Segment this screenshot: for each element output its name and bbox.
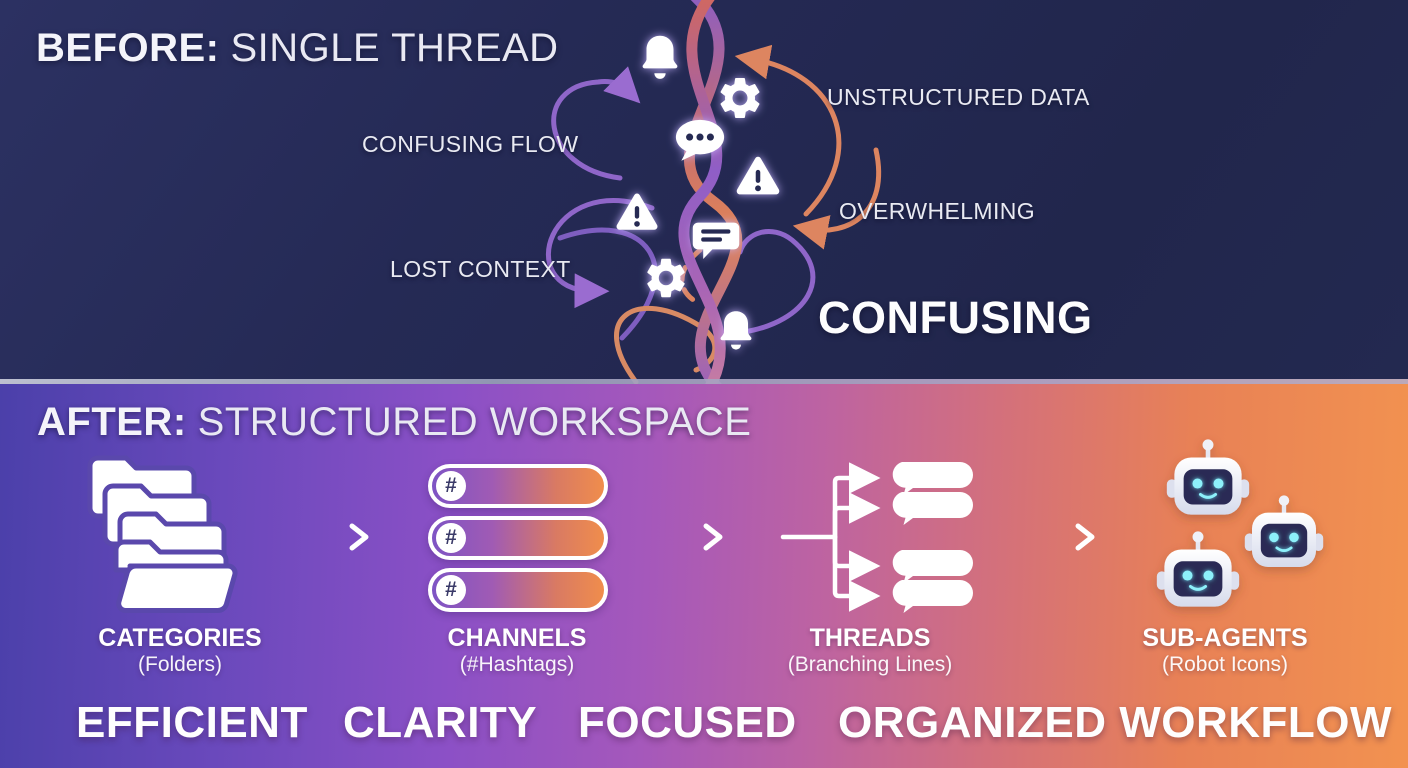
step-sublabel-threads: (Branching Lines) [787,653,953,676]
label-overwhelming: OVERWHELMING [839,198,1036,224]
label-lost-context: LOST CONTEXT [390,256,571,282]
step-sublabel-channels: (#Hashtags) [459,653,575,676]
before-title: BEFORE:SINGLE THREAD [36,26,559,71]
flow-arrow-icon [300,523,369,551]
step-label-channels: CHANNELS [447,624,587,652]
channel-pill: # [428,516,608,560]
robot-icon [1245,495,1323,567]
step-label-sub-agents: SUB-AGENTS [1142,624,1308,652]
robot-icon [1167,439,1249,514]
section-divider [0,379,1408,384]
step-sublabel-categories: (Folders) [137,653,223,676]
after-section: AFTER:STRUCTURED WORKSPACE # # # [0,384,1408,768]
hashtag-icon: # [436,471,466,501]
thread-bubble-icon [892,580,973,613]
hashtag-icon: # [436,575,466,605]
thread-bubble-icon [892,492,973,525]
label-unstructured-data: UNSTRUCTURED DATA [827,84,1090,110]
branching-threads-icon [780,462,973,613]
before-section: BEFORE:SINGLE THREAD [0,0,1408,396]
after-title-rest: STRUCTURED WORKSPACE [197,400,752,444]
channel-pill: # [428,464,608,508]
robot-heads-icon [1150,437,1330,622]
branch-lines [780,462,881,612]
bell-icon [642,35,678,79]
channel-pill: # [428,568,608,612]
flow-arrow-icon [654,523,723,551]
step-sublabel-sub-agents: (Robot Icons) [1161,653,1289,676]
label-confusing: CONFUSING [818,292,1093,343]
keyword-efficient: EFFICIENT [76,698,308,747]
tangled-thread-illustration [545,0,882,396]
thread-bubble-icon [892,462,973,495]
after-title-bold: AFTER: [37,400,187,444]
robot-icon [1157,531,1239,606]
after-title: AFTER:STRUCTURED WORKSPACE [37,400,751,445]
gear-icon [720,78,760,118]
flow-arrow-icon [1026,523,1095,551]
step-label-categories: CATEGORIES [98,624,262,652]
keyword-focused: FOCUSED [578,698,797,747]
hashtag-icon: # [436,523,466,553]
thread-bubble-icon [892,550,973,583]
before-title-bold: BEFORE: [36,26,220,70]
keyword-organized-workflow: ORGANIZED WORKFLOW [838,698,1393,747]
before-title-rest: SINGLE THREAD [230,26,559,70]
keyword-clarity: CLARITY [343,698,538,747]
folder-stack-icon [87,455,238,614]
tangle-curves [545,44,882,385]
label-confusing-flow: CONFUSING FLOW [362,131,579,157]
tangle-ropes [678,0,743,396]
step-label-threads: THREADS [809,624,931,652]
warning-triangle-icon [736,156,780,195]
